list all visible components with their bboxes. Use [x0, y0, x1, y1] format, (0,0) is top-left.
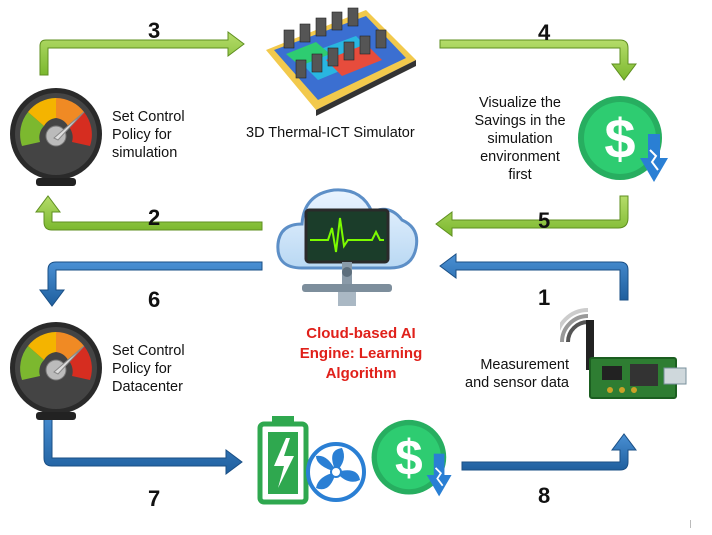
svg-text:$: $ — [395, 430, 423, 486]
battery-charge-icon — [257, 416, 366, 505]
cloud-heartbeat-icon — [276, 188, 419, 306]
dollar-savings-icon: $ — [578, 96, 668, 182]
visualize-line-2: Savings in the — [474, 113, 566, 129]
set-policy-dc-line-3: Datacenter — [112, 379, 183, 395]
speedometer-datacenter-icon — [10, 322, 102, 420]
set-policy-simulation-label: Set Control Policy for simulation — [112, 108, 185, 162]
measurement-line-2: and sensor data — [465, 375, 569, 391]
set-policy-dc-line-1: Set Control — [112, 343, 185, 359]
step-number-3: 3 — [148, 18, 161, 43]
arrow-step-2 — [35, 195, 263, 231]
set-policy-sim-line-1: Set Control — [112, 109, 185, 125]
thermal-simulator-icon — [266, 7, 416, 116]
arrow-step-6 — [39, 261, 263, 307]
step-number-2: 2 — [148, 205, 161, 230]
step-number-7: 7 — [148, 486, 161, 511]
arrow-step-5 — [435, 195, 629, 237]
visualize-line-4: environment — [480, 149, 560, 165]
ai-engine-label: Cloud-based AI Engine: Learning Algorith… — [286, 324, 436, 384]
ai-engine-line-1: Cloud-based AI — [306, 325, 416, 342]
arrow-step-1 — [439, 253, 629, 301]
step-number-6: 6 — [148, 287, 161, 312]
visualize-line-5: first — [508, 167, 532, 183]
fan-icon — [306, 442, 366, 502]
ai-engine-line-2: Engine: Learning — [299, 345, 423, 362]
set-policy-datacenter-label: Set Control Policy for Datacenter — [112, 342, 185, 396]
set-policy-sim-line-2: Policy for — [112, 127, 172, 143]
arrow-step-4 — [439, 39, 637, 81]
arrow-step-3 — [39, 31, 245, 76]
step-number-4: 4 — [538, 20, 551, 45]
measurement-label: Measurement and sensor data — [465, 356, 569, 392]
visualize-line-3: simulation — [487, 131, 553, 147]
set-policy-sim-line-3: simulation — [112, 145, 178, 161]
visualize-line-1: Visualize the — [479, 95, 561, 111]
step-number-5: 5 — [538, 208, 551, 233]
arrow-step-7 — [43, 409, 243, 475]
measurement-line-1: Measurement — [480, 357, 569, 373]
step-number-1: 1 — [538, 285, 551, 310]
step-number-8: 8 — [538, 483, 551, 508]
sensor-board-icon — [560, 308, 687, 399]
simulator-label: 3D Thermal-ICT Simulator — [246, 125, 415, 141]
dollar-savings-bottom-icon: $ — [371, 419, 452, 497]
ai-engine-line-3: Algorithm — [325, 365, 397, 382]
arrow-step-8 — [461, 433, 637, 471]
corner-mark — [690, 520, 691, 528]
set-policy-dc-line-2: Policy for — [112, 361, 172, 377]
speedometer-icon — [10, 88, 102, 186]
visualize-savings-label: Visualize the Savings in the simulation … — [458, 94, 582, 184]
svg-text:$: $ — [604, 107, 635, 170]
